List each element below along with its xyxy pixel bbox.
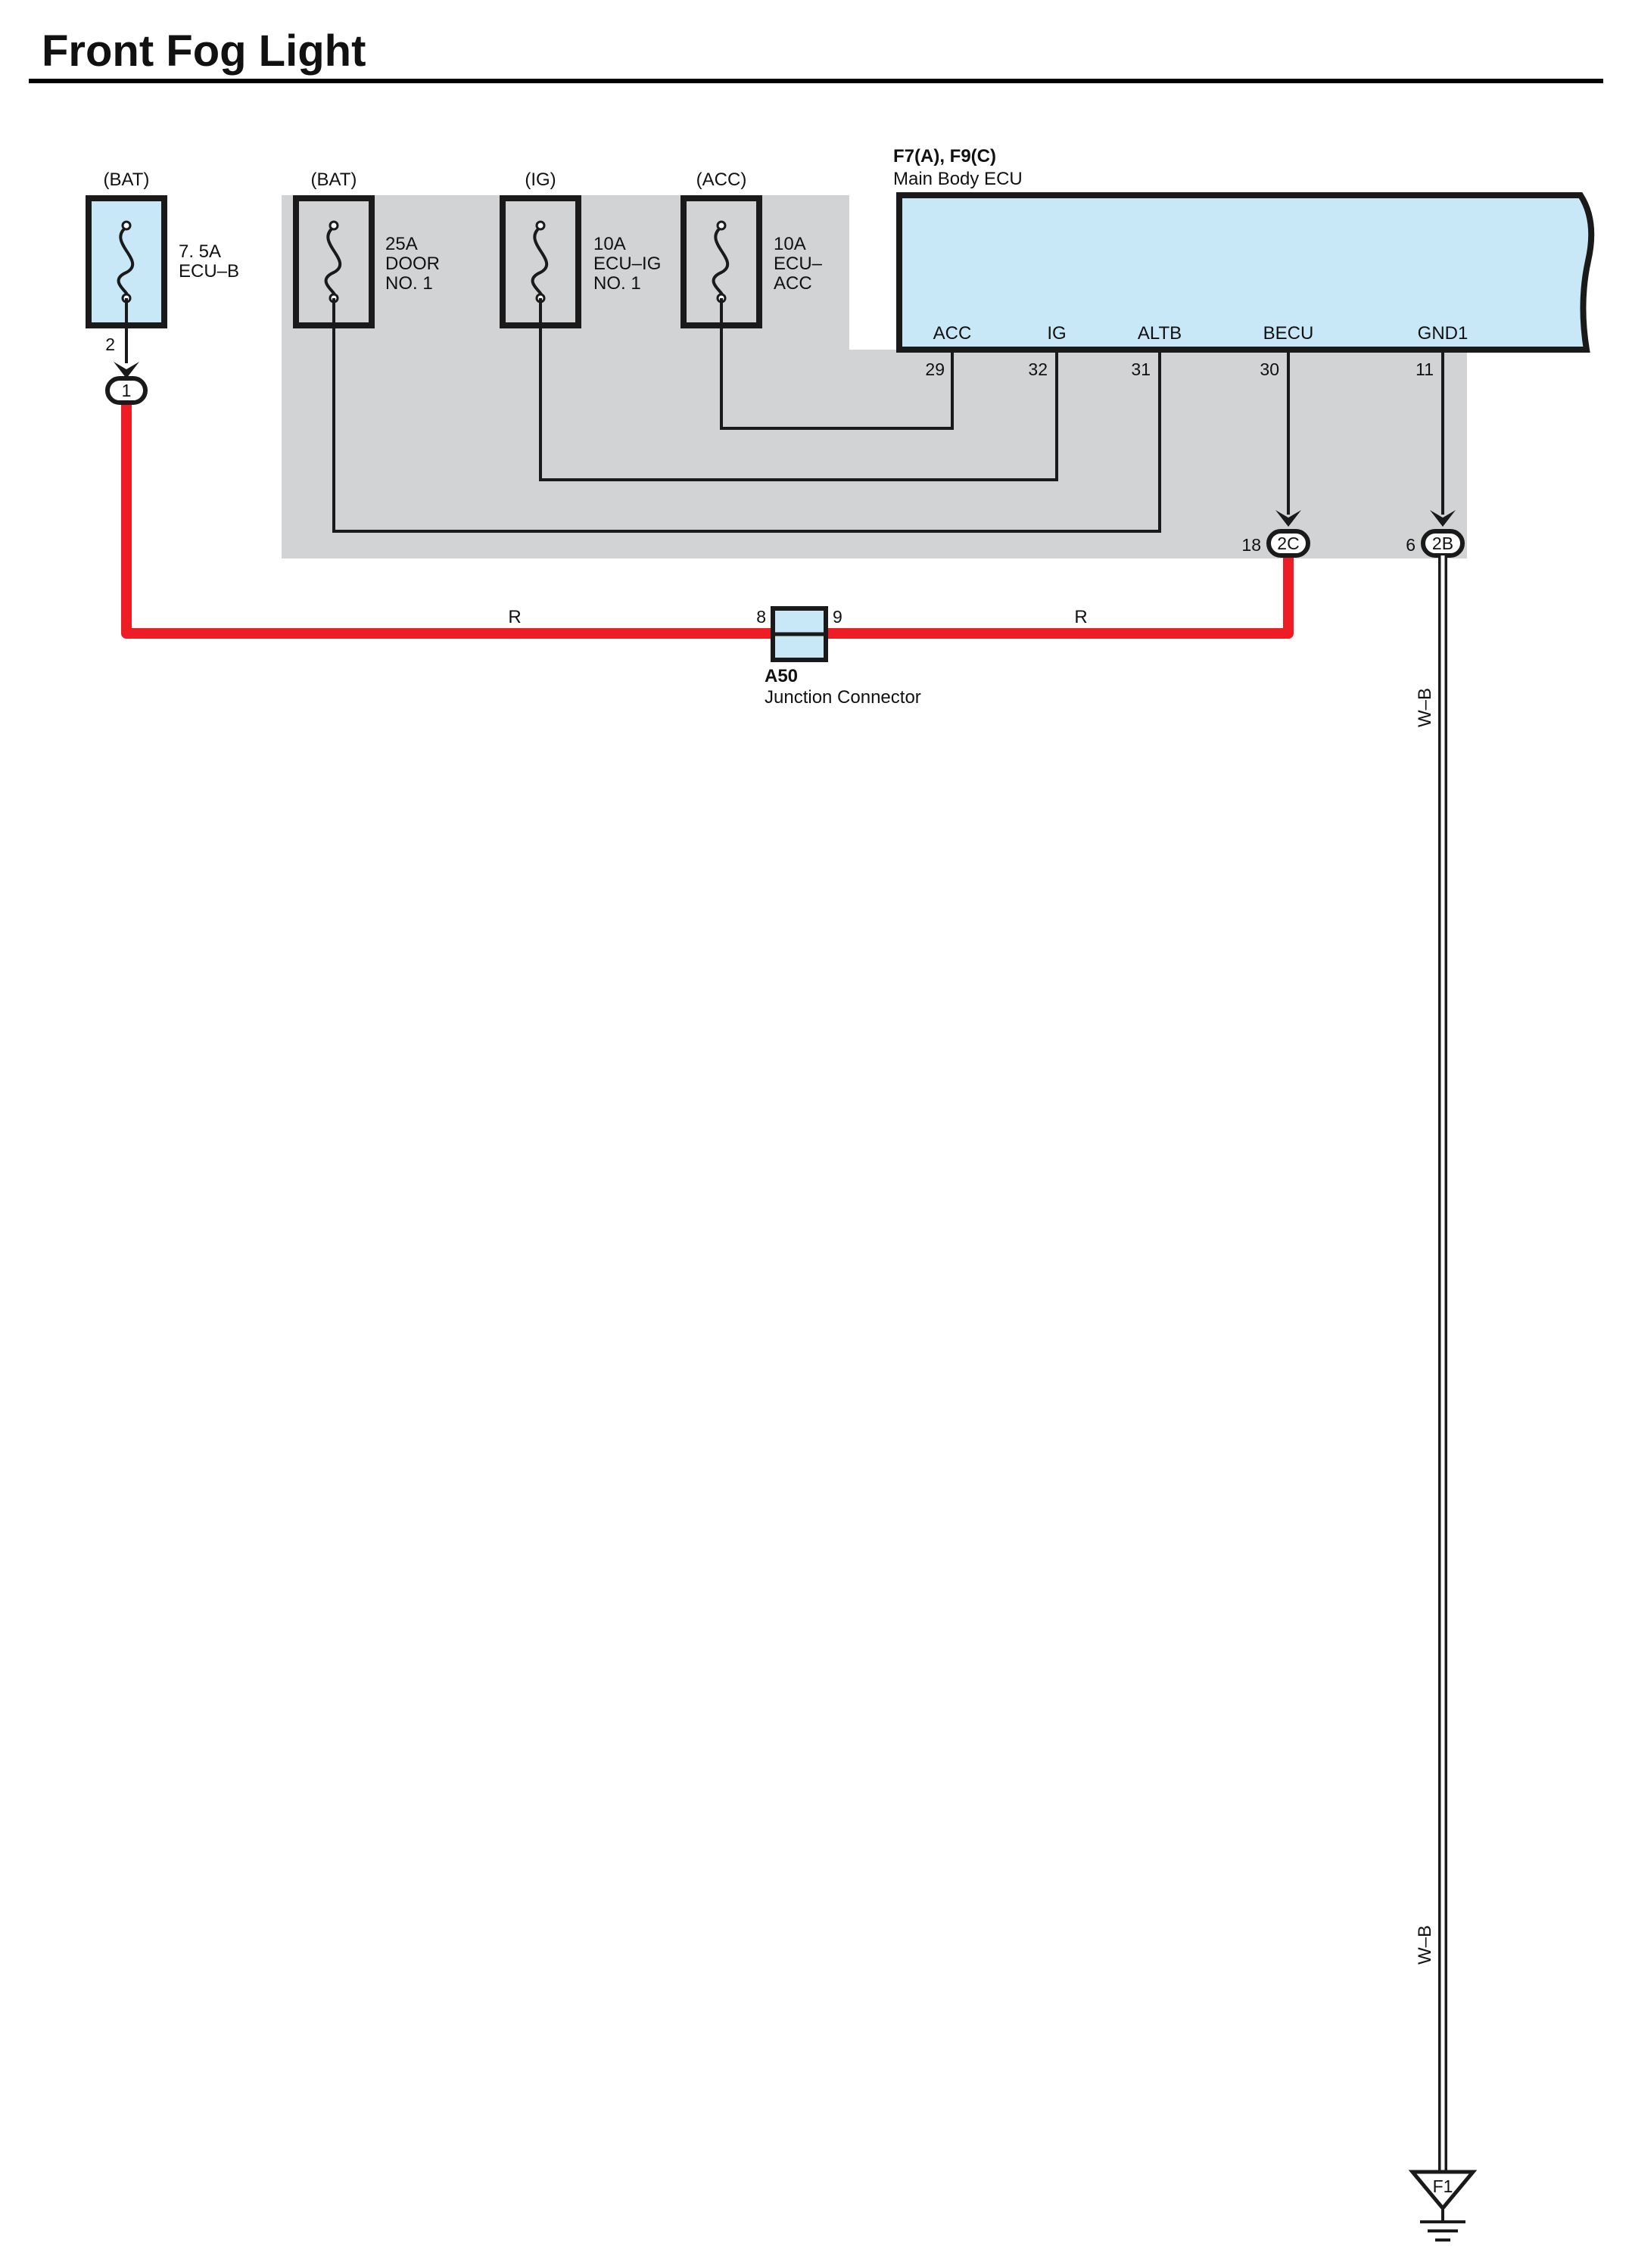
fuse-ecu-acc-element-icon <box>712 226 730 298</box>
ecu-code: F7(A), F9(C) <box>893 146 996 166</box>
connector-2b-label: 2B <box>1432 534 1453 553</box>
page-title: Front Fog Light <box>42 26 366 76</box>
ecu-terminal-becu: BECU <box>1263 323 1314 344</box>
fuse-ecu-ig-no1-name: ECU–IG <box>593 254 661 274</box>
fuse-door-no1-name: DOOR <box>385 254 440 274</box>
fuse-ecu-ig-no1-name2: NO. 1 <box>593 273 641 294</box>
arrow-down-icon <box>1430 510 1456 527</box>
arrow-down-icon <box>1275 510 1301 527</box>
fuse-ecu-ig-no1-element-icon <box>531 226 549 298</box>
ground-point-icon <box>1408 2170 1478 2211</box>
junction-pin-right: 9 <box>833 607 842 627</box>
fuse-ecu-acc-rating: 10A <box>774 234 806 254</box>
wire-color-label-ground-upper: W–B <box>1415 688 1435 727</box>
ground-point-label: F1 <box>1433 2176 1453 2196</box>
connector-fuse-out-label: 1 <box>122 381 132 400</box>
internal-wiring <box>125 298 1444 533</box>
wire-color-label-ground-lower: W–B <box>1415 1925 1435 1965</box>
fuse-ecu-b-source: (BAT) <box>104 170 150 190</box>
title-rule <box>29 79 1603 83</box>
ecu-terminal-acc: ACC <box>933 323 972 344</box>
wire-acc <box>720 298 954 430</box>
junction-code: A50 <box>765 666 798 686</box>
ecu-name: Main Body ECU <box>893 169 1023 189</box>
junction-pin-left: 8 <box>756 607 766 627</box>
ecu-terminal-altb: ALTB <box>1138 323 1182 344</box>
red-wire-r <box>121 401 1294 639</box>
fuse-ecu-b-pin: 2 <box>105 334 115 354</box>
fuse-ecu-acc-name2: ACC <box>774 273 812 294</box>
fuse-ecu-b-rating: 7. 5A <box>179 241 221 262</box>
ecu-terminal-ig: IG <box>1047 323 1066 344</box>
fuse-ecu-b-name: ECU–B <box>179 261 239 282</box>
ecu-terminal-gnd1: GND1 <box>1418 323 1468 344</box>
fuse-ecu-ig-no1-source: (IG) <box>525 170 556 190</box>
ecu-pin-gnd1: 11 <box>1416 359 1434 379</box>
arrow-down-icon <box>114 362 139 378</box>
ground-earth-icon <box>1420 2208 1465 2242</box>
connector-2c <box>1266 529 1310 558</box>
ecu-pin-acc: 29 <box>925 359 945 379</box>
fuse-door-no1-element-icon <box>324 226 342 298</box>
fuse-ecu-ig-no1-rating: 10A <box>593 234 626 254</box>
ecu-pin-altb: 31 <box>1131 359 1151 379</box>
connector-2b-pin: 6 <box>1406 535 1416 555</box>
ecu-pin-becu: 30 <box>1260 359 1279 379</box>
main-body-ecu-box <box>896 192 1595 353</box>
fuse-ecu-b-element-icon <box>117 226 135 298</box>
wire-ig <box>539 298 1058 481</box>
connector-2c-label: 2C <box>1277 534 1299 553</box>
connector-2c-pin: 18 <box>1241 535 1261 555</box>
fuse-ecu-acc-name: ECU– <box>774 254 823 274</box>
fuse-ecu-acc-source: (ACC) <box>696 170 747 190</box>
wire-altb <box>332 298 1161 533</box>
fuse-door-no1-source: (BAT) <box>311 170 357 190</box>
connector-fuse-out <box>105 376 148 405</box>
fuse-door-no1-rating: 25A <box>385 234 418 254</box>
wire-color-label-right: R <box>1074 607 1087 627</box>
junction-name: Junction Connector <box>765 687 921 708</box>
wire-color-label-left: R <box>508 607 521 627</box>
fuse-door-no1-name2: NO. 1 <box>385 273 433 294</box>
ecu-pin-ig: 32 <box>1028 359 1048 379</box>
